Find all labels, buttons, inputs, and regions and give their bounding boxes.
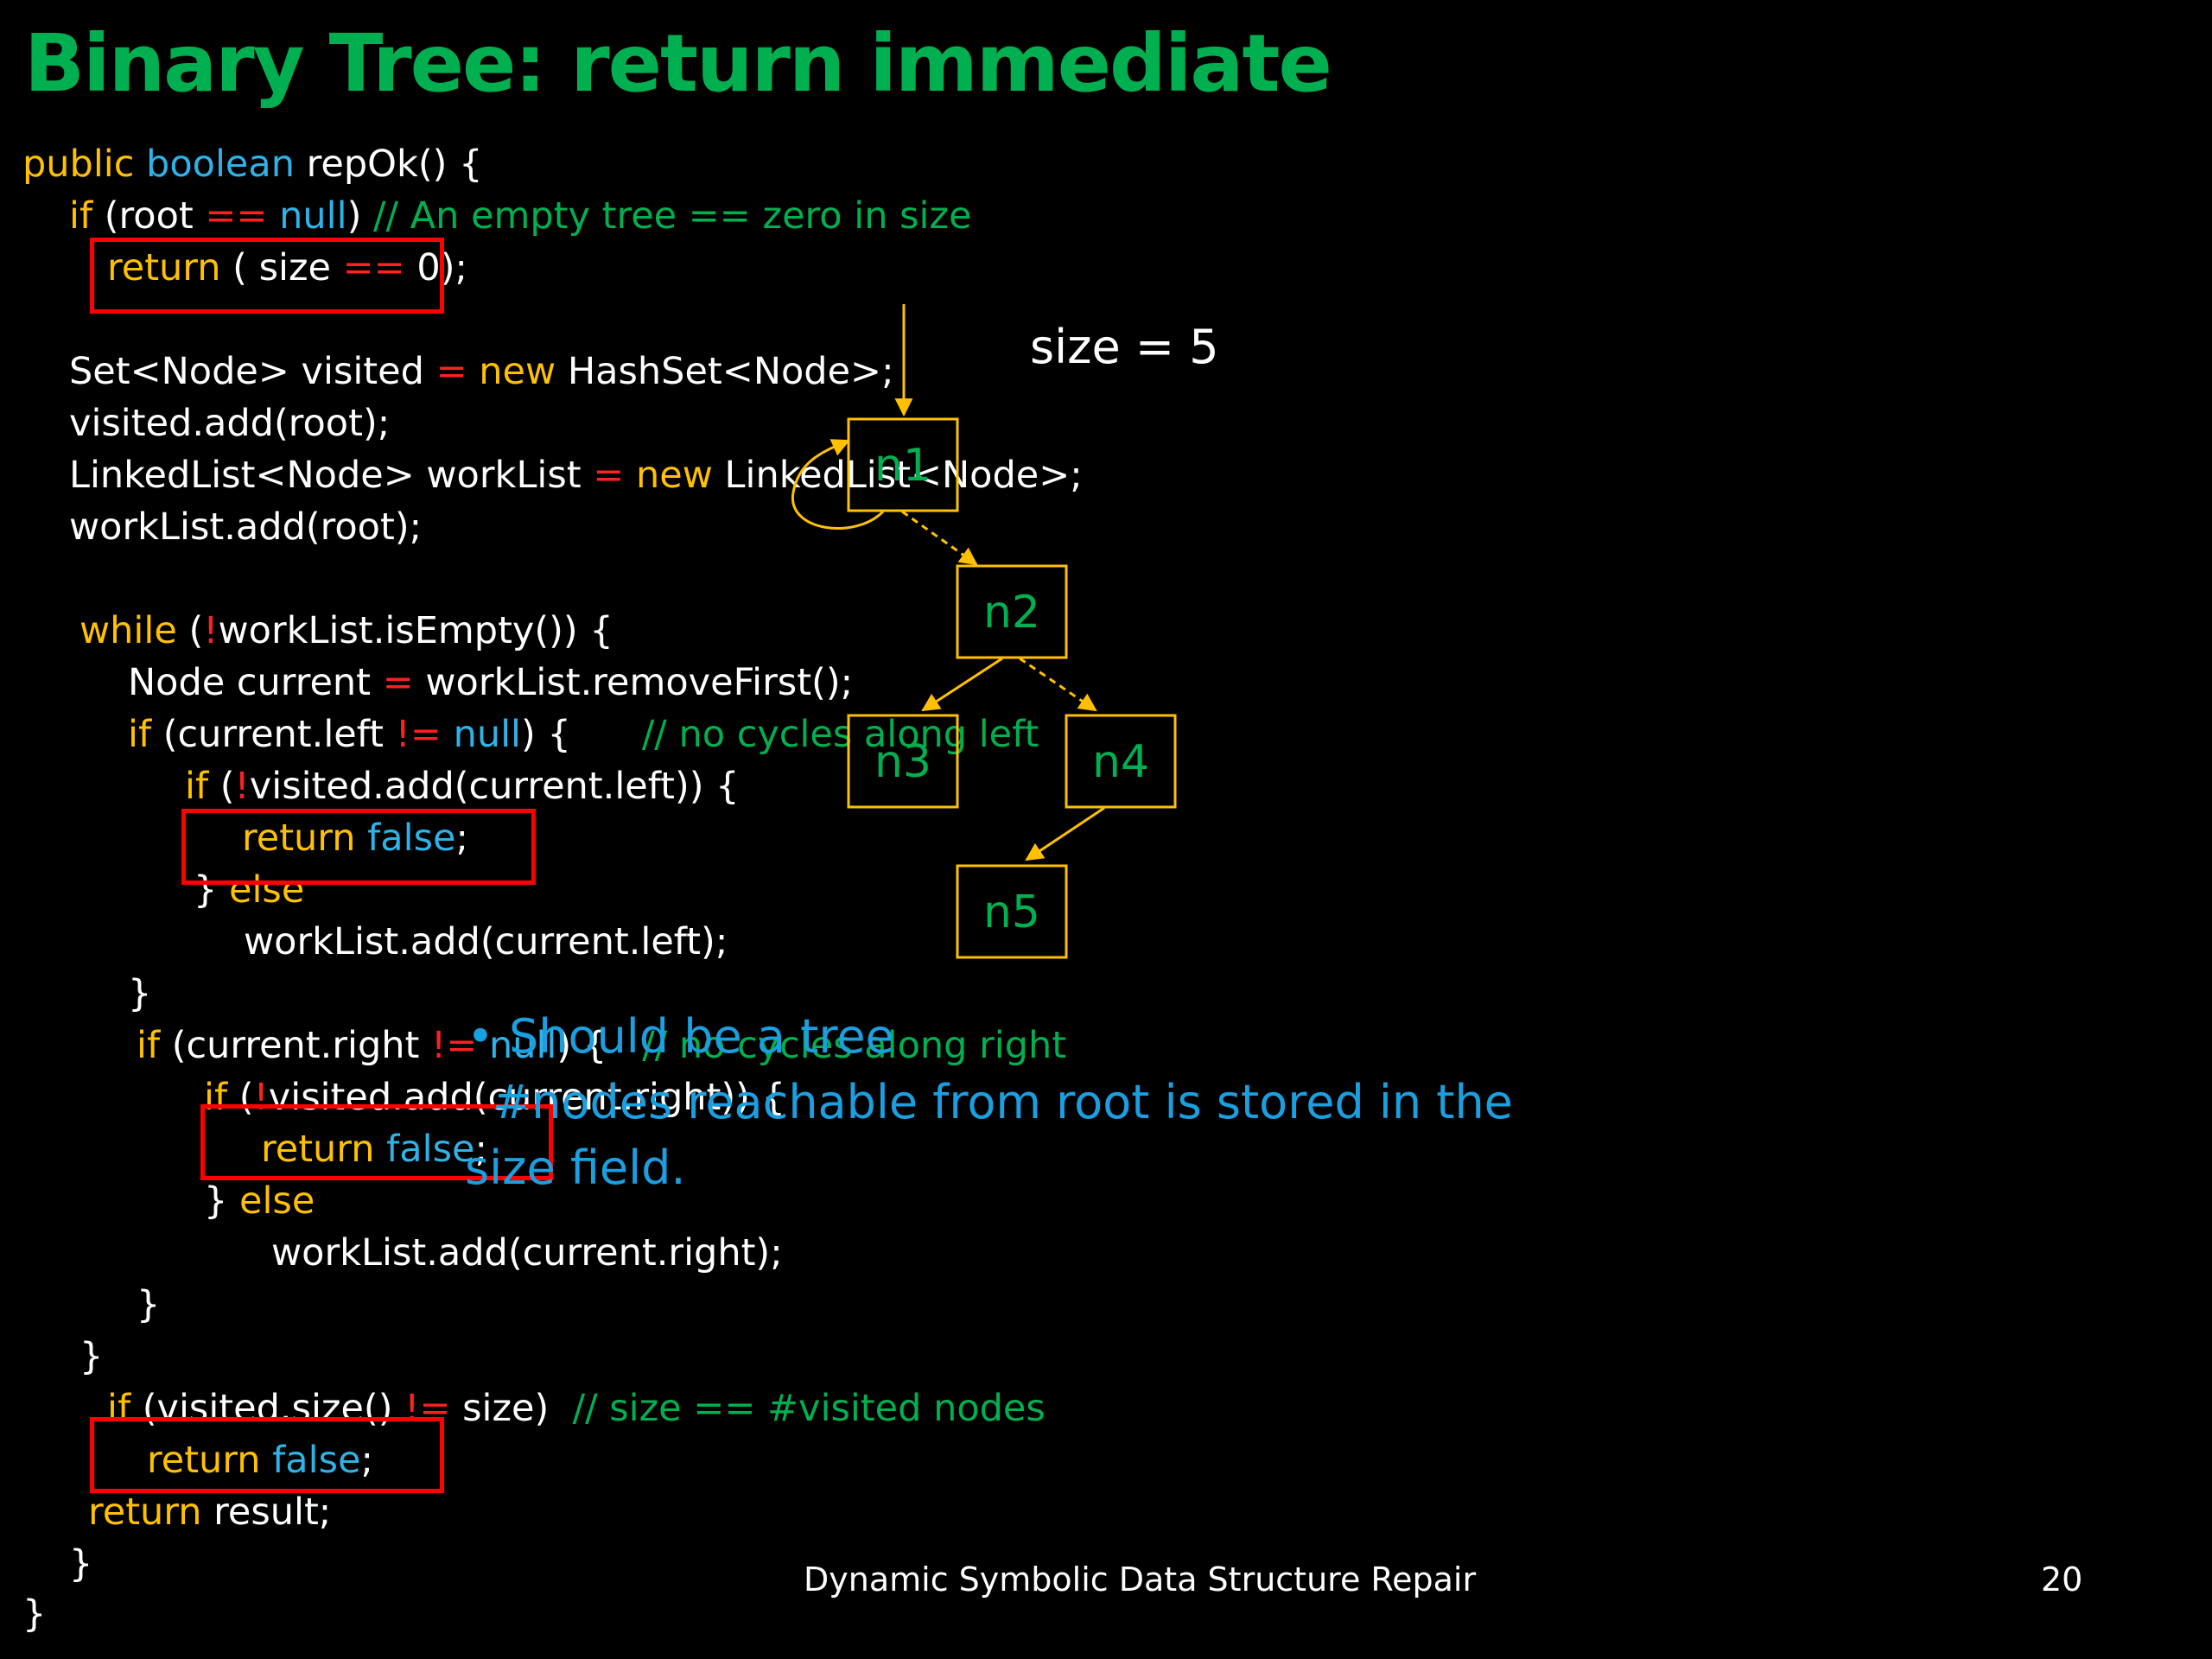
slide-title: Binary Tree: return immediate	[24, 17, 1332, 110]
code-line: workList.add(current.left);	[244, 920, 728, 963]
tree-node-label-n5: n5	[983, 887, 1040, 938]
code-line: workList.add(current.right);	[271, 1231, 783, 1274]
bullet-line-2: #nodes reachable from root is stored in …	[493, 1075, 1513, 1129]
tree-node-label-n1: n1	[874, 440, 931, 492]
code-line: Set<Node> visited = new HashSet<Node>;	[69, 350, 894, 393]
code-line: }	[69, 1542, 93, 1586]
code-line: }	[79, 1335, 104, 1378]
code-line: return result;	[88, 1491, 332, 1534]
code-line: } else	[194, 868, 305, 912]
code-line: LinkedList<Node> workList = new LinkedLi…	[69, 454, 1083, 497]
tree-node-n4	[1065, 714, 1177, 809]
tree-node-label-n2: n2	[983, 587, 1040, 639]
edge-n2-n3	[921, 657, 1003, 712]
self-loop-edge	[791, 439, 885, 530]
tree-node-n5	[956, 864, 1068, 959]
bullet-line-1: • Should be a tree	[467, 1009, 894, 1064]
bullet-marker: •	[467, 1009, 494, 1064]
code-line: }	[137, 1283, 161, 1326]
tree-node-label-n3: n3	[874, 736, 931, 788]
code-line: if (current.right != null) { // no cycle…	[137, 1024, 1067, 1067]
slide-page-number: 20	[2041, 1560, 2083, 1599]
highlight-box-return-false-right	[200, 1104, 553, 1180]
code-line: if (!visited.add(current.right)) {	[204, 1076, 785, 1119]
bullet-line-3: size field.	[465, 1141, 686, 1195]
code-line: return false;	[147, 1439, 373, 1482]
size-annotation: size = 5	[1030, 320, 1219, 374]
code-line: if (!visited.add(current.left)) {	[185, 765, 740, 808]
code-line: }	[128, 972, 152, 1015]
tree-node-n1	[847, 417, 959, 512]
edge-n4-n5	[1025, 806, 1105, 861]
highlight-box-return-false-left	[181, 809, 536, 885]
code-line: return false;	[242, 817, 468, 860]
slide-footer: Dynamic Symbolic Data Structure Repair	[804, 1560, 1477, 1599]
tree-node-n3	[847, 714, 959, 809]
code-line: Node current = workList.removeFirst();	[128, 661, 854, 704]
code-line: workList.add(root);	[69, 505, 423, 549]
code-line: return false;	[261, 1128, 487, 1171]
highlight-box-return-size	[90, 238, 444, 314]
code-line: }	[22, 1592, 47, 1636]
tree-node-n2	[956, 564, 1068, 659]
code-line: if (current.left != null) { // no cycles…	[128, 713, 1039, 756]
edge-n2-n4	[1019, 657, 1097, 712]
code-line: if (visited.size() != size) // size == #…	[107, 1387, 1046, 1430]
code-line: while (!workList.isEmpty()) {	[79, 609, 613, 652]
highlight-box-return-false-size	[90, 1417, 444, 1493]
code-line: if (root == null) // An empty tree == ze…	[69, 194, 972, 238]
code-line: visited.add(root);	[69, 402, 391, 445]
code-line: } else	[204, 1179, 315, 1223]
edge-n1-n2	[901, 510, 978, 566]
code-line: public boolean repOk() {	[22, 143, 483, 186]
tree-node-label-n4: n4	[1092, 736, 1149, 788]
